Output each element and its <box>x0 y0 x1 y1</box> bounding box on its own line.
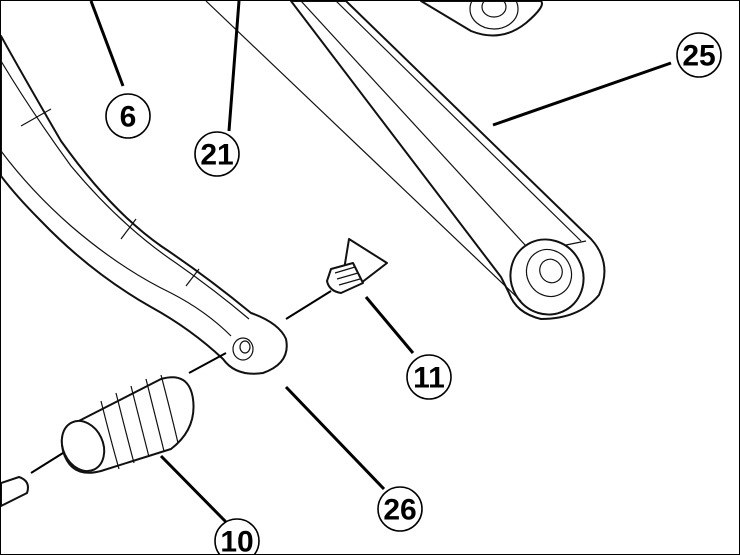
callout-10: 10 <box>214 518 260 555</box>
pivot-pin <box>1 476 29 507</box>
callout-11-label: 11 <box>413 362 445 395</box>
callout-6: 6 <box>105 93 151 139</box>
callout-6-label: 6 <box>120 101 137 134</box>
callout-10-label: 10 <box>220 526 253 555</box>
callout-26-label: 26 <box>383 494 416 527</box>
callout-11: 11 <box>406 354 452 400</box>
leader-lines <box>89 1 672 525</box>
upper-mount-boss <box>420 1 543 37</box>
link-arm-25 <box>290 1 606 320</box>
countersunk-screw-11 <box>326 238 388 294</box>
callout-25: 25 <box>676 32 722 78</box>
assembly-axis-lines <box>30 290 332 474</box>
pedal-lever-arm <box>1 35 288 375</box>
thin-rod <box>205 1 522 302</box>
callout-21-label: 21 <box>200 139 233 172</box>
callout-25-label: 25 <box>682 40 715 73</box>
footpeg-rubber-10 <box>60 374 195 474</box>
callout-26: 26 <box>377 486 423 532</box>
callout-21: 21 <box>194 131 240 177</box>
